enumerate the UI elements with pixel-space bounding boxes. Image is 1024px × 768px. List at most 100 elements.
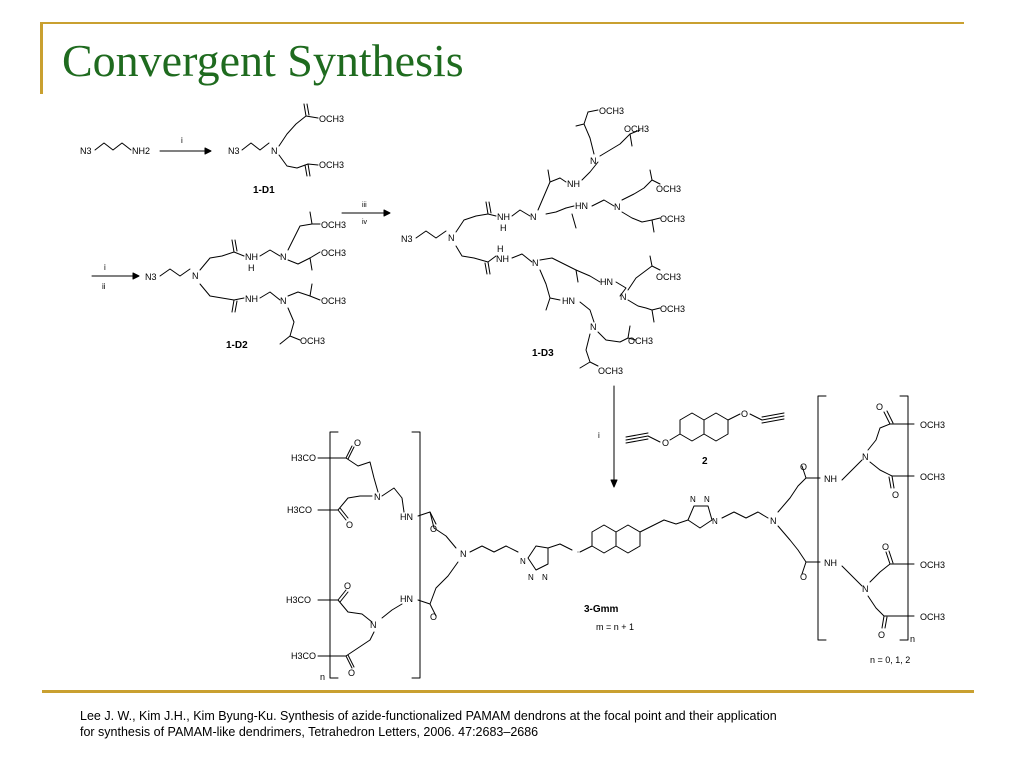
reagent-label: i bbox=[181, 136, 183, 145]
compound-2-linker: O O 2 bbox=[625, 409, 785, 467]
repeat-n: n bbox=[910, 634, 915, 644]
triazole-n: N bbox=[542, 573, 548, 582]
carbonyl-o: O bbox=[346, 520, 353, 530]
reagent-label: i bbox=[104, 263, 106, 272]
carbonyl-o: O bbox=[430, 612, 437, 622]
reagent-label: iii bbox=[362, 202, 367, 209]
top-accent-line bbox=[40, 22, 964, 24]
triazole-n: N bbox=[528, 573, 534, 582]
compound-label: 2 bbox=[702, 456, 708, 467]
ester-right: OCH3 bbox=[920, 420, 945, 430]
amine-n: N bbox=[862, 452, 869, 462]
amide-h: H bbox=[248, 263, 255, 273]
m-relation: m = n + 1 bbox=[596, 622, 634, 632]
ether-o: O bbox=[741, 409, 748, 419]
carbonyl-o: O bbox=[882, 542, 889, 552]
triazole-n: N bbox=[690, 495, 696, 504]
azide-label: N3 bbox=[401, 234, 413, 244]
ester-label: OCH3 bbox=[628, 336, 653, 346]
carbonyl-o: O bbox=[348, 668, 355, 678]
amide-hn: HN bbox=[400, 512, 413, 522]
carbonyl-o: O bbox=[892, 490, 899, 500]
amide-nh: NH bbox=[245, 252, 258, 262]
bottom-accent-line bbox=[42, 690, 974, 693]
azide-label: N3 bbox=[145, 272, 157, 282]
azide-label: N3 bbox=[80, 146, 92, 156]
amide-nh: NH bbox=[824, 558, 837, 568]
amine-n: N bbox=[271, 146, 278, 156]
amine-n: N bbox=[862, 584, 869, 594]
ester-label: OCH3 bbox=[660, 214, 685, 224]
amine-n: N bbox=[280, 296, 287, 306]
carbonyl-o: O bbox=[354, 438, 361, 448]
compound-label: 1-D2 bbox=[226, 340, 248, 351]
reagent-label: i bbox=[598, 431, 600, 440]
compound-1-d3: N3 N NH H N NH N OCH3 OCH3 bbox=[401, 106, 685, 376]
ester-label: OCH3 bbox=[321, 248, 346, 258]
ester-label: OCH3 bbox=[300, 336, 325, 346]
arrow-step-2: i ii bbox=[91, 263, 140, 291]
starting-material: N3 NH2 bbox=[80, 142, 150, 156]
citation: Lee J. W., Kim J.H., Kim Byung-Ku. Synth… bbox=[80, 708, 940, 740]
amide-nh: NH bbox=[567, 179, 580, 189]
amine-n: N bbox=[532, 258, 539, 268]
ester-right: OCH3 bbox=[920, 560, 945, 570]
n-values: n = 0, 1, 2 bbox=[870, 655, 910, 665]
arrow-step-1: i bbox=[159, 136, 212, 155]
ester-left: H3CO bbox=[286, 595, 311, 605]
ester-label: OCH3 bbox=[660, 304, 685, 314]
amine-label: NH2 bbox=[132, 146, 150, 156]
amide-h: H bbox=[500, 223, 507, 233]
carbonyl-o: O bbox=[876, 402, 883, 412]
amide-nh: NH bbox=[245, 294, 258, 304]
amide-hn: HN bbox=[575, 201, 588, 211]
ester-label: OCH3 bbox=[321, 296, 346, 306]
amide-hn: HN bbox=[600, 277, 613, 287]
ether-o: O bbox=[662, 438, 669, 448]
compound-label: 1-D3 bbox=[532, 348, 554, 359]
product-3-gmm: n H3CO O N H3CO O HN H3CO O N HN H3CO bbox=[286, 395, 945, 682]
repeat-n: n bbox=[320, 672, 325, 682]
amide-nh: NH bbox=[824, 474, 837, 484]
amine-n: N bbox=[448, 233, 455, 243]
azide-label: N3 bbox=[228, 146, 240, 156]
citation-line-1: Lee J. W., Kim J.H., Kim Byung-Ku. Synth… bbox=[80, 709, 777, 723]
amine-n: N bbox=[374, 492, 381, 502]
citation-line-2: for synthesis of PAMAM-like dendrimers, … bbox=[80, 725, 539, 739]
compound-1-d2: N3 N NH H N OCH3 OCH3 NH N bbox=[145, 211, 346, 351]
ester-left: H3CO bbox=[287, 505, 312, 515]
amine-n: N bbox=[590, 322, 597, 332]
amide-nh: NH bbox=[497, 212, 510, 222]
carbonyl-o: O bbox=[800, 572, 807, 582]
amide-hn: HN bbox=[562, 296, 575, 306]
amine-n: N bbox=[192, 271, 199, 281]
amine-n: N bbox=[614, 202, 621, 212]
amine-n: N bbox=[280, 252, 287, 262]
slide-title: Convergent Synthesis bbox=[62, 35, 464, 86]
arrow-step-3: iii iv bbox=[341, 202, 391, 226]
amide-nh: NH bbox=[496, 254, 509, 264]
carbonyl-o: O bbox=[878, 630, 885, 640]
ester-label: OCH3 bbox=[624, 124, 649, 134]
ester-left: H3CO bbox=[291, 453, 316, 463]
ester-label: OCH3 bbox=[656, 184, 681, 194]
carbonyl-o: O bbox=[800, 462, 807, 472]
triazole-n: N bbox=[520, 557, 526, 566]
ester-label: OCH3 bbox=[598, 366, 623, 376]
ester-label: OCH3 bbox=[321, 220, 346, 230]
amine-n: N bbox=[460, 549, 467, 559]
ester-label: OCH3 bbox=[319, 114, 344, 124]
amide-h: H bbox=[497, 244, 504, 254]
amine-n: N bbox=[620, 292, 627, 302]
ester-right: OCH3 bbox=[920, 612, 945, 622]
triazole-n: N bbox=[712, 517, 718, 526]
reagent-label: ii bbox=[102, 282, 106, 291]
ester-label: OCH3 bbox=[599, 106, 624, 116]
compound-label: 1-D1 bbox=[253, 185, 275, 196]
carbonyl-o: O bbox=[344, 581, 351, 591]
amine-n: N bbox=[530, 212, 537, 222]
reagent-label: iv bbox=[362, 219, 368, 226]
left-accent-line bbox=[40, 22, 43, 94]
